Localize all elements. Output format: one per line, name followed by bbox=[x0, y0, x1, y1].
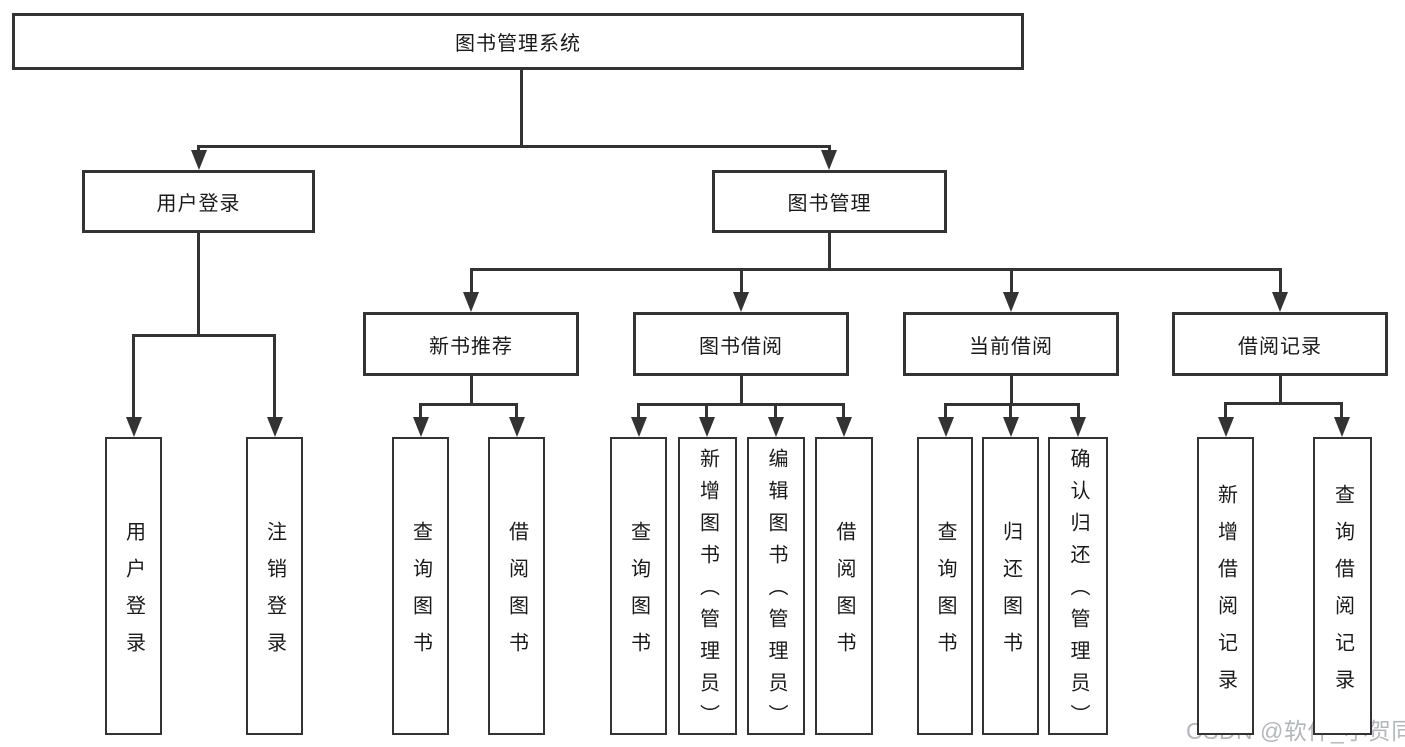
leaf-logout-box: 注销登录 bbox=[246, 437, 303, 735]
connector-arrow-stem bbox=[1340, 403, 1343, 423]
node-current-borrowing-label: 当前借阅 bbox=[969, 335, 1053, 358]
node-book-borrowing-box: 图书借阅 bbox=[633, 312, 849, 376]
connector-vline bbox=[197, 233, 200, 337]
arrow-down-icon bbox=[1003, 292, 1019, 312]
leaf-rec-borrow-books-label: 借阅图书 bbox=[505, 520, 528, 669]
connector-arrow-stem bbox=[739, 269, 743, 298]
connector-arrow-stem bbox=[515, 404, 518, 423]
arrow-down-icon bbox=[125, 417, 142, 437]
arrow-down-icon bbox=[463, 292, 479, 312]
connector-vline bbox=[739, 375, 743, 406]
connector-hline bbox=[132, 333, 276, 337]
connector-vline bbox=[469, 375, 473, 406]
leaf-user-login-box: 用户登录 bbox=[105, 437, 162, 735]
node-borrow-records-label: 借阅记录 bbox=[1238, 335, 1322, 358]
connector-arrow-stem bbox=[132, 335, 135, 423]
arrow-down-icon bbox=[412, 417, 429, 437]
node-current-borrowing-box: 当前借阅 bbox=[903, 312, 1119, 376]
arrow-down-icon bbox=[1333, 417, 1350, 437]
node-borrow-records-box: 借阅记录 bbox=[1172, 312, 1388, 376]
node-book-management-box: 图书管理 bbox=[712, 170, 947, 233]
leaf-br-add-record-box: 新增借阅记录 bbox=[1197, 437, 1254, 735]
arrow-down-icon bbox=[266, 417, 283, 437]
leaf-bb-edit-books-label: 编辑图书（管理员） bbox=[765, 448, 787, 736]
leaf-bb-query-books-label: 查询图书 bbox=[627, 520, 650, 669]
connector-vline bbox=[1278, 375, 1282, 405]
arrow-down-icon bbox=[1070, 417, 1086, 437]
arrow-down-icon bbox=[835, 417, 852, 437]
connector-arrow-stem bbox=[1009, 269, 1013, 298]
leaf-bb-edit-books-box: 编辑图书（管理员） bbox=[747, 437, 805, 736]
connector-arrow-stem bbox=[469, 269, 473, 298]
leaf-cb-confirm-return-box: 确认归还（管理员） bbox=[1048, 437, 1108, 736]
arrow-down-icon bbox=[190, 150, 207, 170]
connector-arrow-stem bbox=[944, 404, 947, 423]
connector-arrow-stem bbox=[419, 404, 422, 423]
leaf-br-query-record-box: 查询借阅记录 bbox=[1313, 437, 1372, 735]
leaf-cb-return-books-label: 归还图书 bbox=[999, 520, 1022, 669]
connector-hline bbox=[197, 144, 831, 148]
connector-arrow-stem bbox=[1224, 403, 1227, 423]
leaf-rec-query-books-label: 查询图书 bbox=[409, 520, 432, 669]
leaf-logout-label: 注销登录 bbox=[263, 520, 286, 669]
leaf-bb-add-books-box: 新增图书（管理员） bbox=[678, 437, 737, 736]
node-book-management-label: 图书管理 bbox=[787, 193, 872, 215]
arrow-down-icon bbox=[630, 417, 647, 437]
arrow-down-icon bbox=[698, 417, 715, 437]
arrow-down-icon bbox=[767, 417, 784, 437]
arrow-down-icon bbox=[821, 150, 837, 170]
connector-arrow-stem bbox=[842, 404, 845, 423]
connector-arrow-stem bbox=[1009, 404, 1012, 423]
leaf-br-query-record-label: 查询借阅记录 bbox=[1331, 483, 1354, 706]
arrow-down-icon bbox=[508, 417, 525, 437]
node-new-book-recommend-label: 新书推荐 bbox=[429, 335, 513, 358]
leaf-cb-query-books-box: 查询图书 bbox=[917, 437, 973, 735]
connector-arrow-stem bbox=[774, 404, 777, 423]
connector-arrow-stem bbox=[1278, 269, 1282, 298]
leaf-rec-borrow-books-box: 借阅图书 bbox=[488, 437, 545, 735]
arrow-down-icon bbox=[1002, 417, 1019, 437]
node-root-box: 图书管理系统 bbox=[12, 13, 1024, 70]
leaf-bb-add-books-label: 新增图书（管理员） bbox=[696, 448, 719, 736]
leaf-user-login-label: 用户登录 bbox=[122, 520, 145, 669]
node-book-borrowing-label: 图书借阅 bbox=[699, 335, 783, 358]
leaf-bb-borrow-books-box: 借阅图书 bbox=[815, 437, 873, 735]
leaf-bb-borrow-books-label: 借阅图书 bbox=[833, 520, 855, 669]
node-user-login-box: 用户登录 bbox=[82, 170, 315, 233]
connector-hline bbox=[469, 267, 1282, 271]
connector-vline bbox=[1009, 375, 1013, 406]
leaf-br-add-record-label: 新增借阅记录 bbox=[1214, 483, 1237, 706]
connector-hline bbox=[1224, 401, 1343, 405]
connector-hline bbox=[637, 402, 845, 406]
leaf-rec-query-books-box: 查询图书 bbox=[392, 437, 449, 735]
connector-vline bbox=[519, 70, 523, 148]
connector-arrow-stem bbox=[705, 404, 708, 423]
connector-vline bbox=[827, 233, 831, 271]
leaf-cb-confirm-return-label: 确认归还（管理员） bbox=[1067, 448, 1089, 736]
connector-hline bbox=[419, 402, 518, 406]
node-user-login-label: 用户登录 bbox=[156, 193, 241, 215]
arrow-down-icon bbox=[733, 292, 749, 312]
arrow-down-icon bbox=[937, 417, 954, 437]
node-root-label: 图书管理系统 bbox=[455, 33, 581, 55]
arrow-down-icon bbox=[1272, 292, 1288, 312]
connector-arrow-stem bbox=[273, 335, 276, 423]
leaf-cb-query-books-label: 查询图书 bbox=[934, 520, 956, 669]
node-new-book-recommend-box: 新书推荐 bbox=[363, 312, 579, 376]
leaf-bb-query-books-box: 查询图书 bbox=[610, 437, 667, 735]
leaf-cb-return-books-box: 归还图书 bbox=[982, 437, 1039, 735]
arrow-down-icon bbox=[1217, 417, 1234, 437]
connector-arrow-stem bbox=[1076, 404, 1080, 423]
connector-arrow-stem bbox=[637, 404, 640, 423]
